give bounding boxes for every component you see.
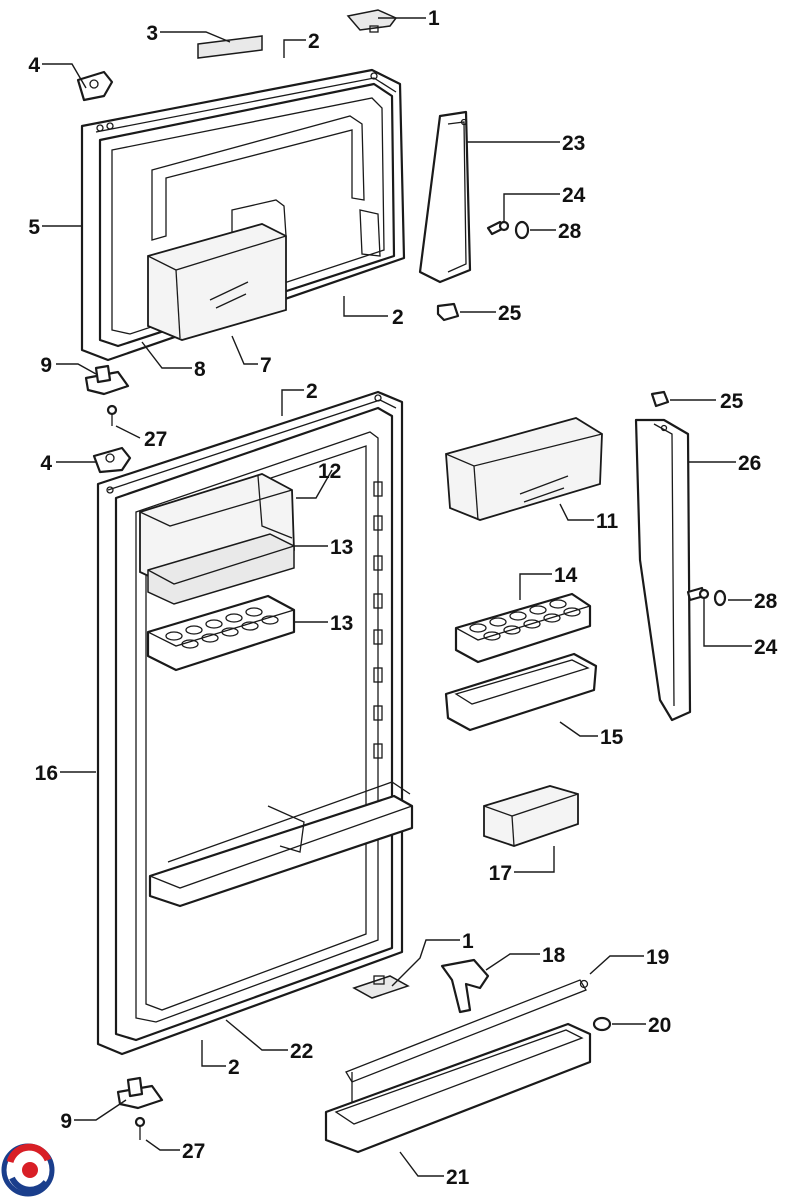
callout-c24a: 24 bbox=[562, 184, 586, 207]
callout-c4a: 4 bbox=[28, 54, 40, 77]
hinge-pin-lower bbox=[116, 1076, 164, 1110]
callout-c28a: 28 bbox=[558, 220, 582, 243]
callout-c2a: 2 bbox=[308, 30, 320, 53]
callout-c13a: 13 bbox=[330, 536, 353, 559]
callout-c19: 19 bbox=[646, 946, 669, 969]
handle-plug-top bbox=[436, 302, 460, 322]
callout-c14: 14 bbox=[554, 564, 578, 587]
callout-c27b: 27 bbox=[182, 1140, 205, 1163]
door-bin-11 bbox=[445, 417, 603, 521]
door-cam bbox=[440, 958, 490, 1014]
callout-c2c: 2 bbox=[306, 380, 318, 403]
egg-tray-door bbox=[146, 594, 296, 672]
callout-c23: 23 bbox=[562, 132, 585, 155]
freezer-handle bbox=[418, 110, 472, 284]
hinge-pin-top bbox=[84, 364, 130, 396]
callout-c2d: 2 bbox=[228, 1056, 240, 1079]
rod-plug bbox=[592, 1016, 612, 1032]
screw-cap-lower bbox=[713, 589, 727, 607]
callout-c25b: 25 bbox=[720, 390, 744, 413]
callout-c2b: 2 bbox=[392, 306, 404, 329]
hinge-screw-top bbox=[106, 404, 118, 426]
callout-c5: 5 bbox=[28, 216, 40, 239]
handle-plug-lower bbox=[650, 390, 670, 408]
fridge-handle bbox=[634, 418, 692, 722]
callout-c1a: 1 bbox=[428, 7, 440, 30]
egg-tray bbox=[454, 592, 592, 664]
hinge-screw-lower bbox=[134, 1116, 146, 1140]
small-storage-box bbox=[483, 785, 579, 847]
callout-c21: 21 bbox=[446, 1166, 470, 1189]
callout-c12: 12 bbox=[318, 460, 341, 483]
callout-c15: 15 bbox=[600, 726, 624, 749]
hinge-cover-lower bbox=[352, 975, 410, 999]
handle-insert-top bbox=[197, 35, 263, 59]
handle-screw-lower bbox=[686, 586, 710, 602]
brand-logo bbox=[1, 1143, 55, 1197]
callout-c3: 3 bbox=[146, 22, 158, 45]
callout-c22: 22 bbox=[290, 1040, 313, 1063]
callout-c17: 17 bbox=[489, 862, 512, 885]
callout-c8: 8 bbox=[194, 358, 206, 381]
callout-c4b: 4 bbox=[40, 452, 52, 475]
door-tray-15 bbox=[444, 652, 598, 732]
bottom-door-shelf bbox=[324, 1022, 592, 1154]
callout-c9a: 9 bbox=[40, 354, 52, 377]
hinge-cover-top bbox=[346, 9, 398, 33]
door-bottle-shelf bbox=[148, 781, 414, 908]
callout-c25a: 25 bbox=[498, 302, 522, 325]
callout-c27a: 27 bbox=[144, 428, 167, 451]
freezer-door-shelf bbox=[147, 223, 287, 341]
callout-c13b: 13 bbox=[330, 612, 353, 635]
callout-c9b: 9 bbox=[60, 1110, 72, 1133]
callout-c18: 18 bbox=[542, 944, 566, 967]
hinge-bracket-lower bbox=[92, 446, 132, 474]
leader-lines bbox=[42, 17, 752, 1177]
shelf-rod bbox=[345, 979, 589, 1083]
callout-c1b: 1 bbox=[462, 930, 474, 953]
hinge-bracket-top bbox=[76, 70, 114, 102]
handle-screw-top bbox=[486, 220, 510, 236]
callout-c28b: 28 bbox=[754, 590, 778, 613]
screw-cap-top bbox=[514, 220, 530, 240]
callout-c11: 11 bbox=[596, 510, 619, 533]
door-shelf-upper bbox=[147, 533, 295, 605]
callout-c24b: 24 bbox=[754, 636, 778, 659]
callout-c16: 16 bbox=[35, 762, 58, 785]
callout-c7: 7 bbox=[260, 354, 272, 377]
callout-c26: 26 bbox=[738, 452, 761, 475]
callout-c20: 20 bbox=[648, 1014, 671, 1037]
